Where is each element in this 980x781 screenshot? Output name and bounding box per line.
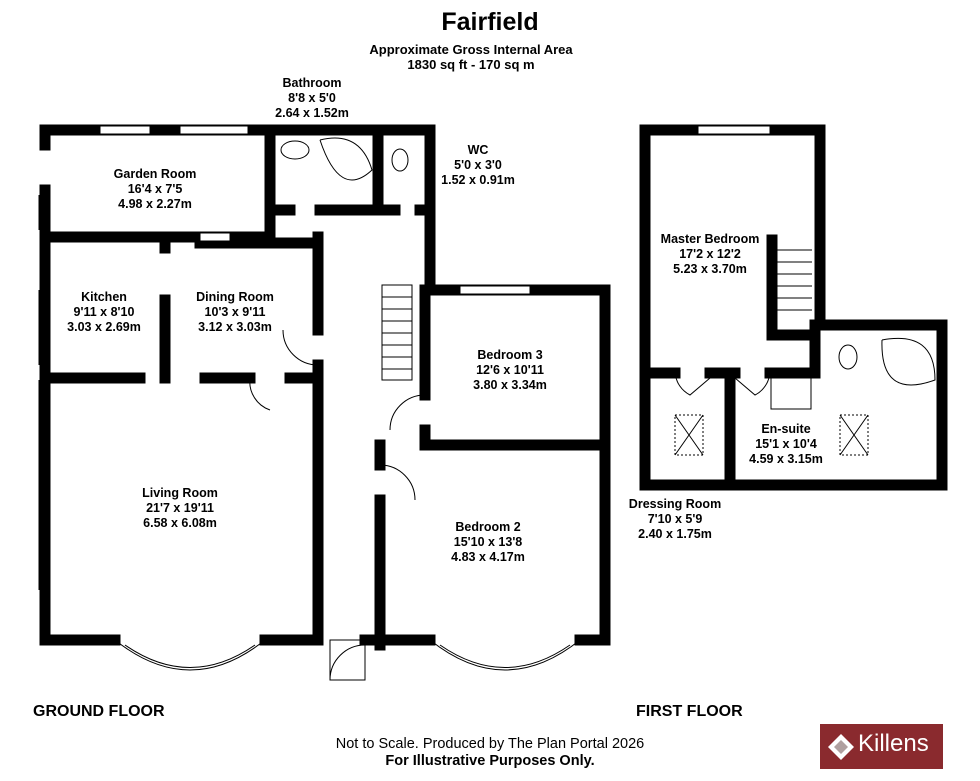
logo-text: Killens	[858, 730, 929, 757]
fixtures	[38, 125, 936, 681]
ground-floor-label: GROUND FLOOR	[33, 703, 165, 720]
first-floor-label: FIRST FLOOR	[636, 703, 743, 720]
property-title: Fairfield	[441, 8, 539, 36]
footer-notice: For Illustrative Purposes Only.	[385, 753, 595, 769]
first-floor-walls	[639, 124, 948, 491]
ground-floor-walls	[39, 124, 611, 651]
area-value: 1830 sq ft - 170 sq m	[407, 57, 535, 72]
footer: Not to Scale. Produced by The Plan Porta…	[336, 736, 644, 770]
footer-disclaimer: Not to Scale. Produced by The Plan Porta…	[335, 736, 645, 752]
killens-logo: Killens	[820, 724, 943, 769]
area-subtitle: Approximate Gross Internal Area	[369, 42, 573, 57]
diamond-logo-icon	[828, 734, 854, 760]
area-summary: Approximate Gross Internal Area 1830 sq …	[369, 42, 572, 72]
